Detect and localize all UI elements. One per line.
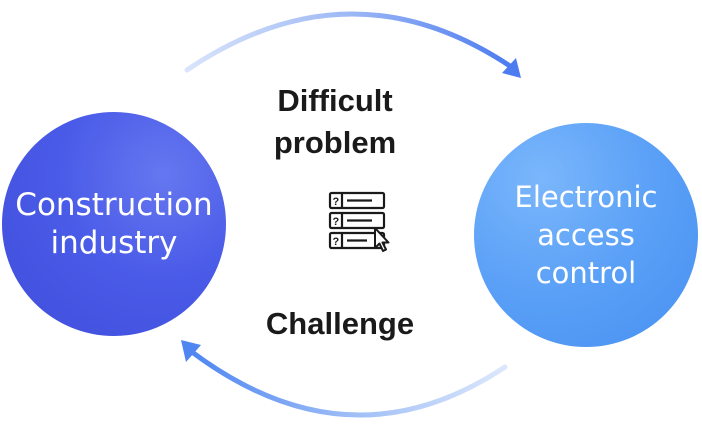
svg-text:?: ?: [333, 236, 340, 248]
top-arrow-head: [502, 58, 521, 78]
svg-text:?: ?: [333, 196, 340, 208]
node-electronic-access-control: Electronic access control: [474, 123, 698, 347]
bottom-arrow-arc: [189, 349, 508, 418]
node-construction-industry: Construction industry: [2, 112, 226, 336]
difficult-problem-label: Difficult problem: [273, 83, 397, 160]
node-construction-industry-label: Construction industry: [15, 187, 213, 261]
top-arrow-arc: [184, 11, 513, 73]
svg-text:?: ?: [333, 216, 340, 228]
node-electronic-access-control-label: Electronic access control: [514, 180, 658, 290]
question-list-cursor-icon: ? ? ?: [328, 191, 390, 252]
bottom-arrow-head: [181, 340, 201, 362]
challenge-label: Challenge: [265, 306, 415, 341]
